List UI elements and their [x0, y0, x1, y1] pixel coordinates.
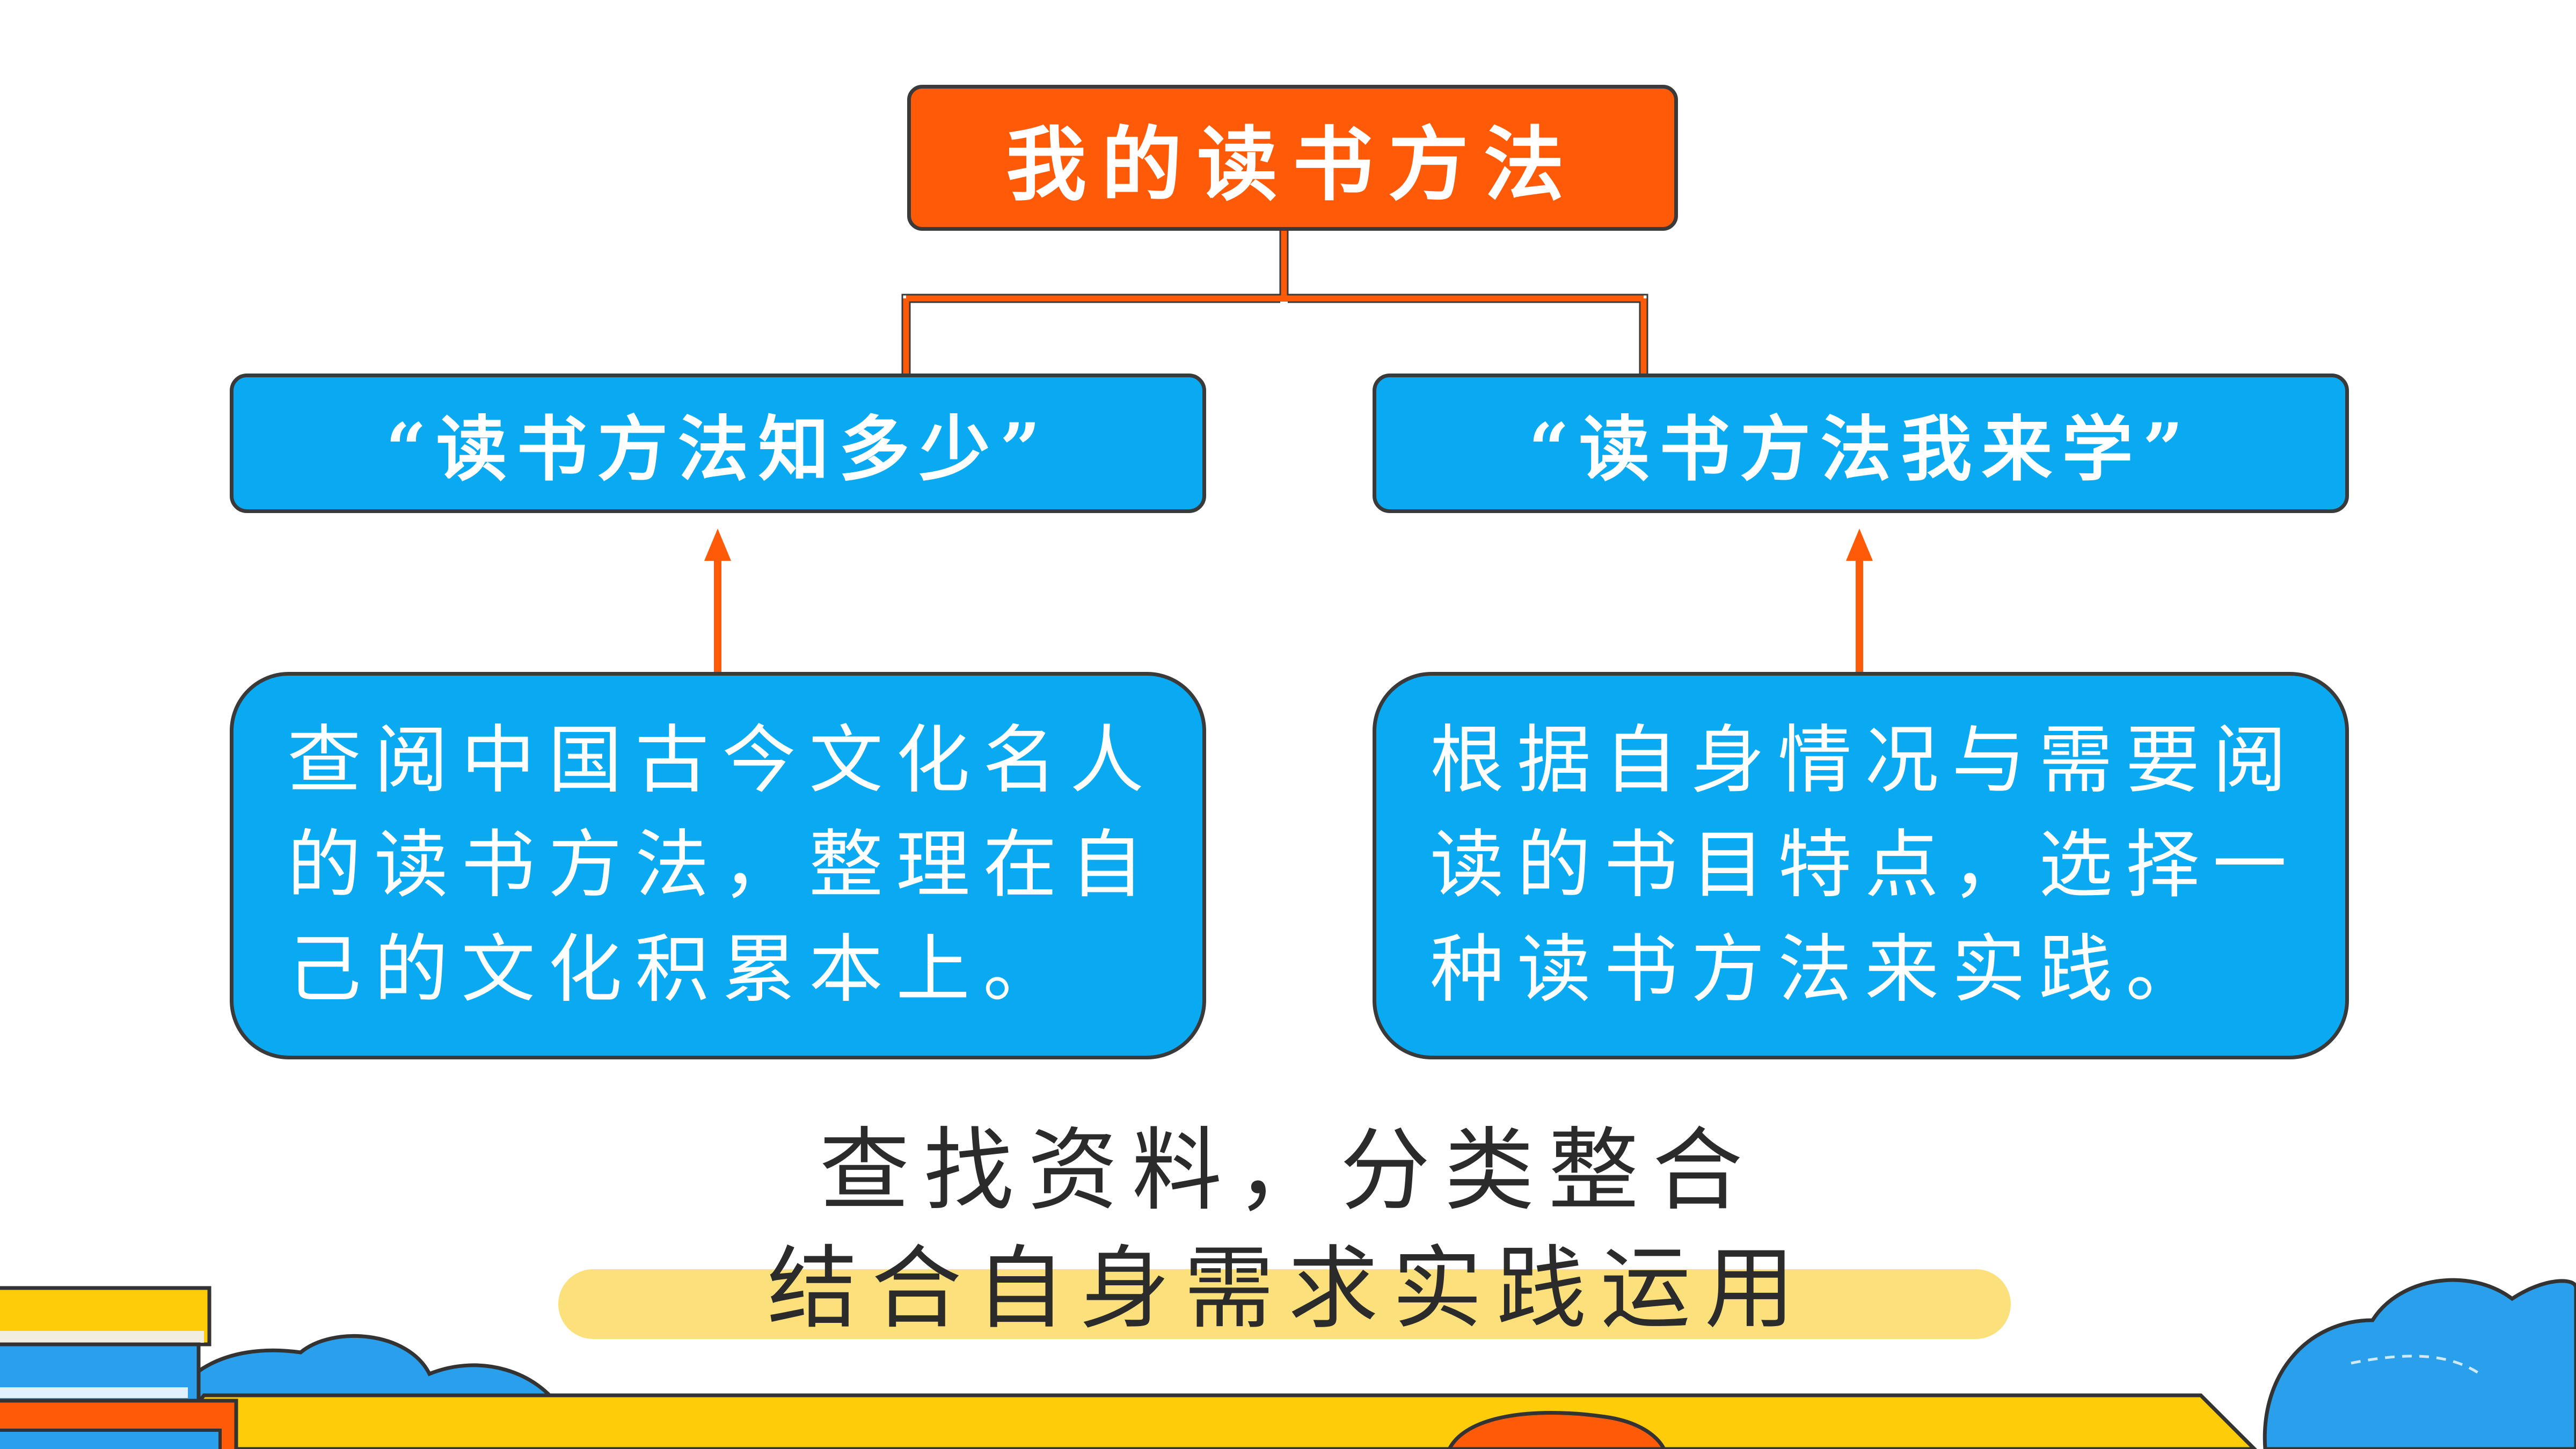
floor-shape	[158, 1393, 2257, 1449]
connector-title-topics	[903, 231, 1647, 374]
detail-left-text: 查阅中国古今文化名人 的读书方法，整理在自 己的文化积累本上。	[287, 708, 1157, 1022]
detail-right-text: 根据自身情况与需要阅 读的书目特点，选择一 种读书方法来实践。	[1430, 708, 2300, 1022]
detail-left-line: 的读书方法，整理在自	[287, 822, 1157, 908]
detail-left-line: 查阅中国古今文化名人	[287, 717, 1157, 803]
diagram-title-box: 我的读书方法	[907, 85, 1678, 231]
topic-right-label: “读书方法我来学”	[1528, 407, 2193, 491]
diagram-title: 我的读书方法	[1005, 117, 1579, 212]
detail-box-left: 查阅中国古今文化名人 的读书方法，整理在自 己的文化积累本上。	[230, 672, 1206, 1059]
detail-right-line: 读的书目特点，选择一	[1430, 822, 2300, 908]
summary-line-2: 结合自身需求实践运用	[767, 1236, 1809, 1341]
detail-right-line: 种读书方法来实践。	[1430, 926, 2213, 1013]
topic-left-label: “读书方法知多少”	[385, 407, 1050, 491]
topic-box-right: “读书方法我来学”	[1373, 374, 2349, 513]
summary-line-1: 查找资料，分类整合	[819, 1118, 1757, 1223]
topic-box-left: “读书方法知多少”	[230, 374, 1206, 513]
detail-box-right: 根据自身情况与需要阅 读的书目特点，选择一 种读书方法来实践。	[1373, 672, 2349, 1059]
arrow-left	[704, 529, 731, 672]
cloud-right-dash	[2351, 1355, 2481, 1375]
summary-highlight-bar	[558, 1269, 2011, 1339]
connector-title-topics-outline	[901, 231, 1648, 374]
cloud-right-shape	[2263, 1278, 2576, 1449]
detail-right-line: 根据自身情况与需要阅	[1430, 717, 2300, 803]
arrow-right	[1846, 529, 1873, 672]
detail-left-line: 己的文化积累本上。	[287, 926, 1070, 1013]
orange-dome-shape	[1447, 1411, 1666, 1449]
